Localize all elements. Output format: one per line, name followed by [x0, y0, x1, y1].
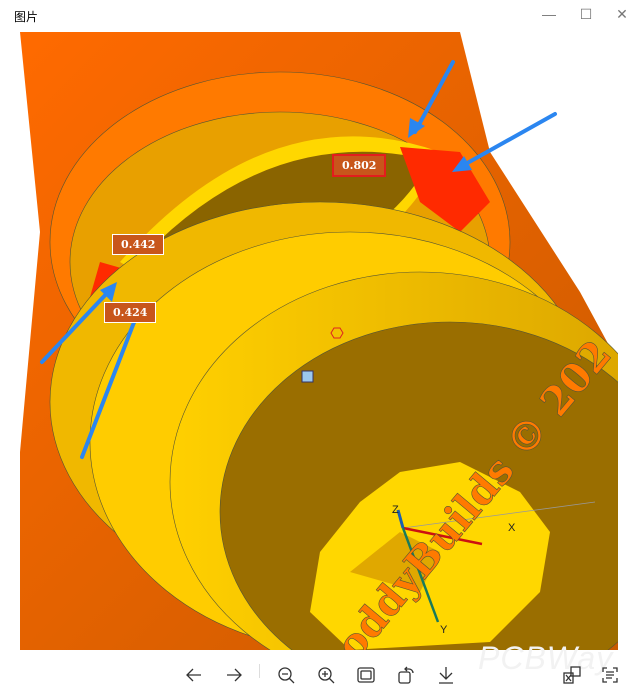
title-bar: 图片 — ☐ ✕ — [0, 0, 640, 32]
image-viewer[interactable]: oddyBuilds © 202 0.802 0.442 0.424 X Z Y — [20, 32, 618, 650]
zoom-in-button[interactable] — [313, 662, 339, 688]
zoom-out-button[interactable] — [273, 662, 299, 688]
toolbar-separator — [259, 664, 260, 678]
rotate-icon — [398, 666, 414, 684]
measurement-label: 0.424 — [104, 302, 157, 323]
rotate-button[interactable] — [393, 662, 419, 688]
save-button[interactable] — [433, 662, 459, 688]
close-icon: ✕ — [616, 5, 628, 22]
maximize-icon: ☐ — [579, 5, 593, 22]
close-button[interactable]: ✕ — [610, 4, 634, 24]
arrow-right-icon — [227, 668, 242, 682]
minimize-button[interactable]: — — [537, 4, 561, 24]
axis-y-label: Y — [440, 624, 448, 636]
window-title: 图片 — [14, 10, 39, 24]
text-scan-icon — [602, 667, 618, 683]
axis-z-label: Z — [392, 504, 399, 516]
3d-render: oddyBuilds © 202 — [20, 32, 618, 650]
axis-x-label: X — [508, 522, 516, 534]
measurement-label: 0.442 — [112, 234, 165, 255]
zoom-in-icon — [318, 667, 335, 684]
zoom-out-icon — [278, 667, 295, 684]
minimize-icon: — — [542, 6, 556, 22]
toolbar — [0, 650, 640, 698]
next-button[interactable] — [221, 662, 247, 688]
maximize-button[interactable]: ☐ — [574, 4, 598, 24]
text-recognition-button[interactable] — [597, 662, 623, 688]
watermark: PCBWay — [478, 640, 614, 676]
fit-window-icon — [357, 667, 375, 683]
arrow-left-icon — [186, 668, 201, 682]
fit-window-button[interactable] — [353, 662, 379, 688]
download-icon — [439, 667, 453, 684]
visual-search-button[interactable] — [559, 662, 585, 688]
translate-icon — [563, 666, 581, 684]
measurement-label: 0.802 — [332, 154, 387, 177]
previous-button[interactable] — [181, 662, 207, 688]
